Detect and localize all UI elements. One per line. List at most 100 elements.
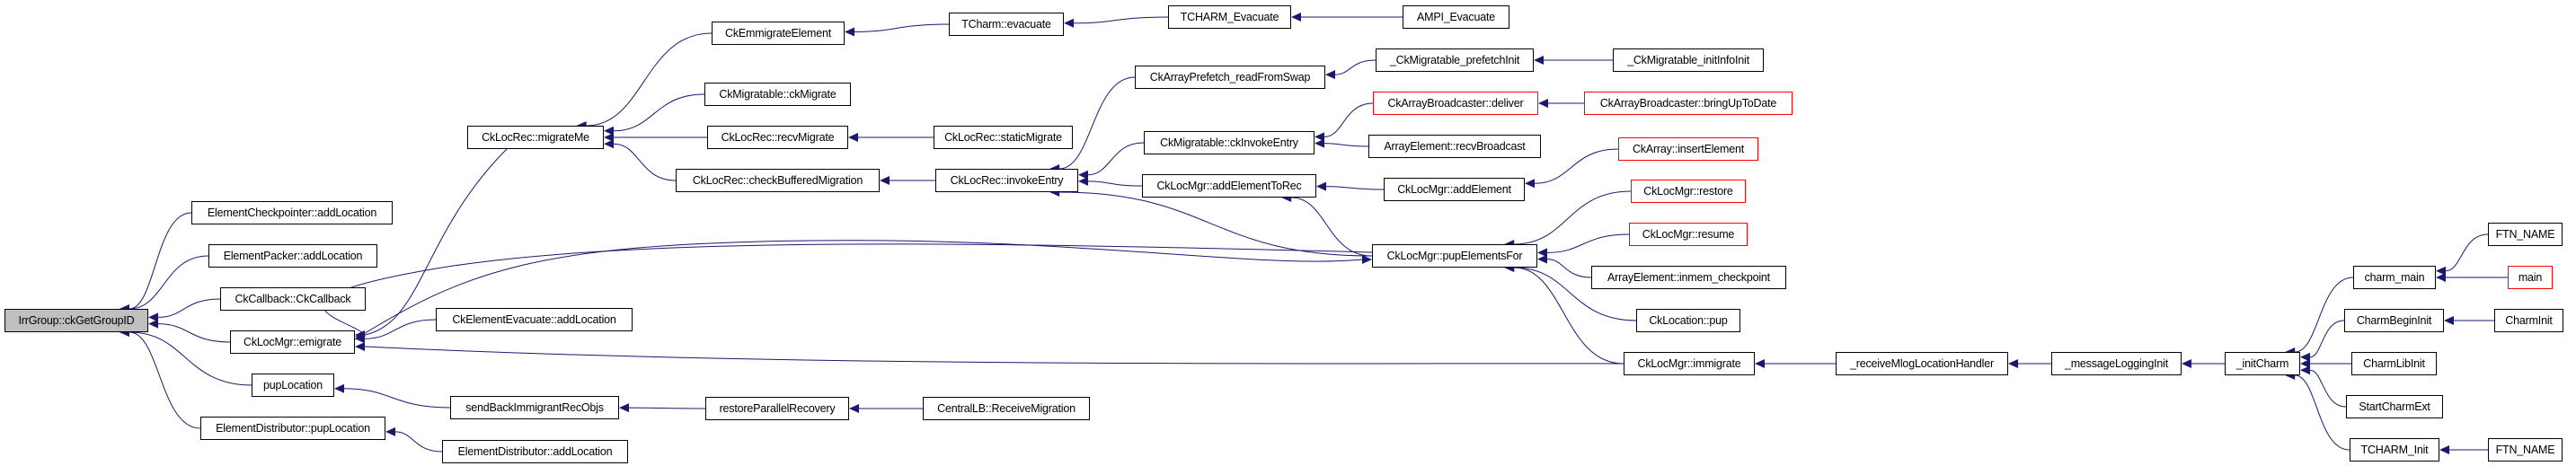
graph-node-root: IrrGroup::ckGetGroupID	[4, 309, 148, 332]
node-label: CkArray::insertElement	[1632, 143, 1745, 155]
graph-node-beginit[interactable]: CharmBeginInit	[2344, 309, 2444, 332]
node-label: CkLocRec::migrateMe	[482, 131, 589, 144]
graph-node-sendback[interactable]: sendBackImmigrantRecObjs	[450, 396, 619, 419]
edge-arrowhead	[2182, 359, 2191, 368]
graph-node-migrateme[interactable]: CkLocRec::migrateMe	[467, 126, 604, 149]
node-label: TCHARM_Init	[2360, 444, 2429, 456]
edge-arrowhead	[880, 176, 890, 185]
graph-edge	[613, 93, 705, 132]
graph-edge	[1514, 267, 1637, 321]
graph-node-recvmig[interactable]: CkLocRec::recvMigrate	[707, 126, 848, 149]
graph-node-checkbuf[interactable]: CkLocRec::checkBufferedMigration	[676, 169, 880, 192]
graph-edge	[1534, 148, 1619, 184]
graph-node-prefetch[interactable]: CkArrayPrefetch_readFromSwap	[1135, 66, 1325, 89]
graph-node-ampi-evac[interactable]: AMPI_Evacuate	[1403, 5, 1509, 29]
graph-node-puploc[interactable]: pupLocation	[252, 374, 334, 397]
node-label: CkLocRec::staticMigrate	[944, 131, 1062, 144]
graph-node-tc-evac[interactable]: TCharm::evacuate	[949, 13, 1064, 36]
graph-node-startext[interactable]: StartCharmExt	[2346, 395, 2443, 418]
graph-node-ckmigrate[interactable]: CkMigratable::ckMigrate	[704, 83, 851, 106]
graph-edge	[128, 331, 252, 386]
node-label: ArrayElement::recvBroadcast	[1384, 140, 1526, 153]
node-label: ElementDistributor::pupLocation	[216, 422, 370, 435]
graph-node-prefinit[interactable]: _CkMigratable_prefetchInit	[1376, 48, 1534, 72]
graph-node-ckinvoke[interactable]: CkMigratable::ckInvokeEntry	[1144, 131, 1315, 154]
graph-edge	[364, 346, 1624, 365]
graph-node-addelem[interactable]: CkLocMgr::addElement	[1384, 178, 1525, 201]
graph-node-evac-add[interactable]: CkElementEvacuate::addLocation	[436, 308, 633, 331]
node-label: CkArrayBroadcaster::bringUpToDate	[1599, 97, 1777, 110]
graph-node-deliver[interactable]: CkArrayBroadcaster::deliver	[1373, 92, 1538, 115]
graph-node-resume[interactable]: CkLocMgr::resume	[1629, 223, 1748, 246]
node-label: CharmBeginInit	[2356, 314, 2432, 327]
graph-edge	[1323, 143, 1369, 147]
graph-node-recvbcast[interactable]: ArrayElement::recvBroadcast	[1368, 135, 1541, 158]
graph-node-tcinit[interactable]: TCHARM_Init	[2350, 438, 2439, 462]
graph-node-mloghandler[interactable]: _receiveMlogLocationHandler	[1836, 352, 2008, 375]
node-label: ElementPacker::addLocation	[223, 250, 363, 262]
edge-arrowhead	[1525, 179, 1535, 189]
graph-node-pupelem[interactable]: CkLocMgr::pupElementsFor	[1372, 244, 1537, 268]
graph-node-ed-pup[interactable]: ElementDistributor::pupLocation	[200, 417, 385, 440]
graph-node-inmem[interactable]: ArrayElement::inmem_checkpoint	[1591, 266, 1786, 289]
graph-node-initcharm[interactable]: _initCharm	[2225, 352, 2300, 375]
graph-node-main[interactable]: main	[2508, 266, 2553, 289]
graph-node-cb[interactable]: CkCallback::CkCallback	[220, 287, 366, 311]
graph-node-ep-add[interactable]: ElementPacker::addLocation	[208, 244, 377, 268]
graph-edge	[1334, 59, 1377, 75]
node-label: CentralLB::ReceiveMigration	[937, 402, 1076, 415]
graph-edge	[1059, 191, 1373, 257]
graph-edge	[586, 32, 713, 127]
graph-node-centrallb[interactable]: CentralLB::ReceiveMigration	[923, 397, 1090, 420]
graph-node-ftn1[interactable]: FTN_NAME	[2488, 223, 2563, 246]
graph-node-tcharm-evac[interactable]: TCHARM_Evacuate	[1168, 5, 1291, 29]
edge-arrowhead	[604, 126, 614, 136]
node-label: CkLocMgr::immigrate	[1637, 357, 1741, 370]
graph-edge	[323, 243, 1373, 338]
edge-arrowhead	[355, 342, 365, 351]
graph-node-libinit[interactable]: CharmLibInit	[2351, 352, 2437, 375]
graph-edge	[1073, 16, 1169, 24]
graph-node-emig[interactable]: CkLocMgr::emigrate	[230, 330, 355, 354]
graph-node-invoke[interactable]: CkLocRec::invokeEntry	[935, 169, 1078, 192]
graph-node-addtorec[interactable]: CkLocMgr::addElementToRec	[1142, 174, 1316, 198]
graph-edge	[2309, 320, 2345, 358]
node-label: CkArrayBroadcaster::deliver	[1387, 97, 1524, 110]
node-label: CkArrayPrefetch_readFromSwap	[1149, 71, 1311, 84]
graph-node-locpup[interactable]: CkLocation::pup	[1636, 309, 1740, 332]
graph-node-emmig[interactable]: CkEmmigrateElement	[712, 22, 845, 45]
graph-node-msglog[interactable]: _messageLoggingInit	[2051, 352, 2182, 375]
graph-edge	[2295, 277, 2354, 353]
edge-arrowhead	[845, 27, 854, 37]
edge-arrowhead	[1362, 255, 1372, 264]
graph-node-insert[interactable]: CkArray::insertElement	[1618, 137, 1758, 161]
node-label: ElementDistributor::addLocation	[457, 445, 613, 458]
graph-node-charminit[interactable]: CharmInit	[2494, 309, 2563, 332]
graph-node-ecp-add[interactable]: ElementCheckpointer::addLocation	[191, 201, 393, 224]
edge-arrowhead	[1315, 132, 1324, 142]
graph-node-ftn2[interactable]: FTN_NAME	[2488, 438, 2563, 462]
graph-node-immig[interactable]: CkLocMgr::immigrate	[1624, 352, 1755, 375]
edge-arrowhead	[2008, 359, 2018, 368]
graph-node-staticmig[interactable]: CkLocRec::staticMigrate	[934, 126, 1073, 149]
edge-arrowhead	[1534, 56, 1544, 65]
node-label: _receiveMlogLocationHandler	[1850, 357, 1994, 370]
node-label: ArrayElement::inmem_checkpoint	[1607, 271, 1770, 284]
graph-node-bringup[interactable]: CkArrayBroadcaster::bringUpToDate	[1584, 92, 1793, 115]
graph-node-charmmain[interactable]: charm_main	[2353, 266, 2436, 289]
node-label: CkLocMgr::emigrate	[243, 336, 341, 348]
edge-arrowhead	[1537, 254, 1547, 264]
graph-node-ed-add[interactable]: ElementDistributor::addLocation	[442, 440, 628, 463]
graph-node-restore[interactable]: CkLocMgr::restore	[1631, 180, 1746, 203]
graph-edge	[157, 323, 231, 343]
graph-edge	[628, 407, 706, 409]
edge-arrowhead	[2444, 316, 2454, 325]
node-label: CkMigratable::ckInvokeEntry	[1160, 136, 1298, 149]
node-label: CkLocMgr::resume	[1642, 228, 1735, 241]
graph-edge	[364, 319, 437, 339]
graph-node-initinfo[interactable]: _CkMigratable_initInfoInit	[1613, 48, 1764, 72]
graph-node-restorepar[interactable]: restoreParallelRecovery	[705, 397, 849, 420]
edge-arrowhead	[1537, 248, 1547, 258]
node-label: CkLocMgr::pupElementsFor	[1386, 250, 1523, 262]
